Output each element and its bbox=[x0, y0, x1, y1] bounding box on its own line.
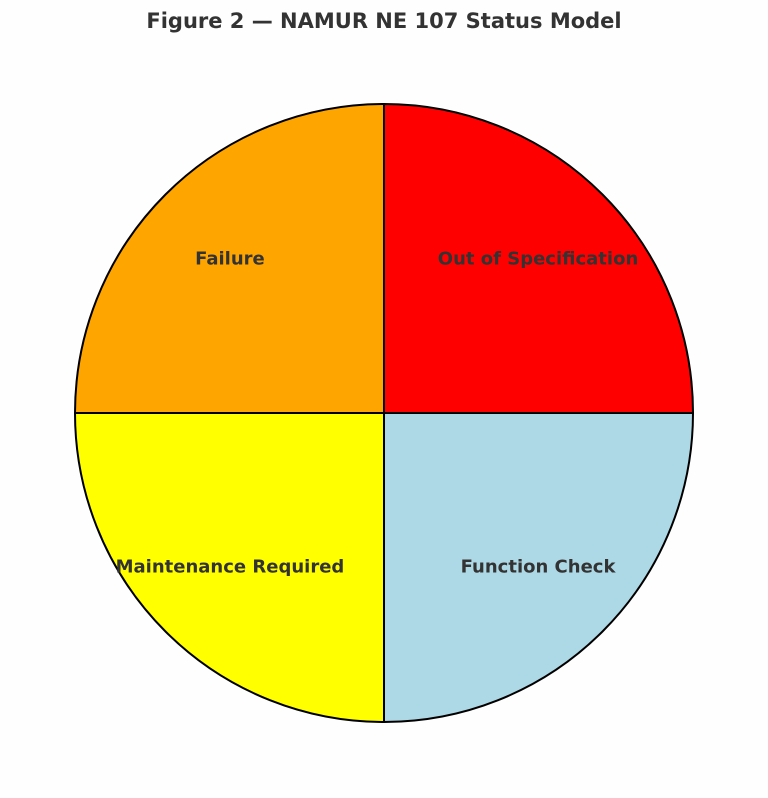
pie-slice-function-check bbox=[383, 412, 694, 723]
slice-label: Out of Specification bbox=[438, 248, 638, 269]
chart-title: Figure 2 — NAMUR NE 107 Status Model bbox=[146, 9, 622, 33]
pie-slice-maintenance-required bbox=[74, 412, 385, 723]
slice-label: Function Check bbox=[461, 557, 617, 578]
pie-slice-out-of-specification bbox=[383, 103, 694, 414]
pie-slice-failure bbox=[74, 103, 385, 414]
slice-label: Failure bbox=[195, 248, 265, 269]
slice-label: Maintenance Required bbox=[116, 557, 345, 578]
